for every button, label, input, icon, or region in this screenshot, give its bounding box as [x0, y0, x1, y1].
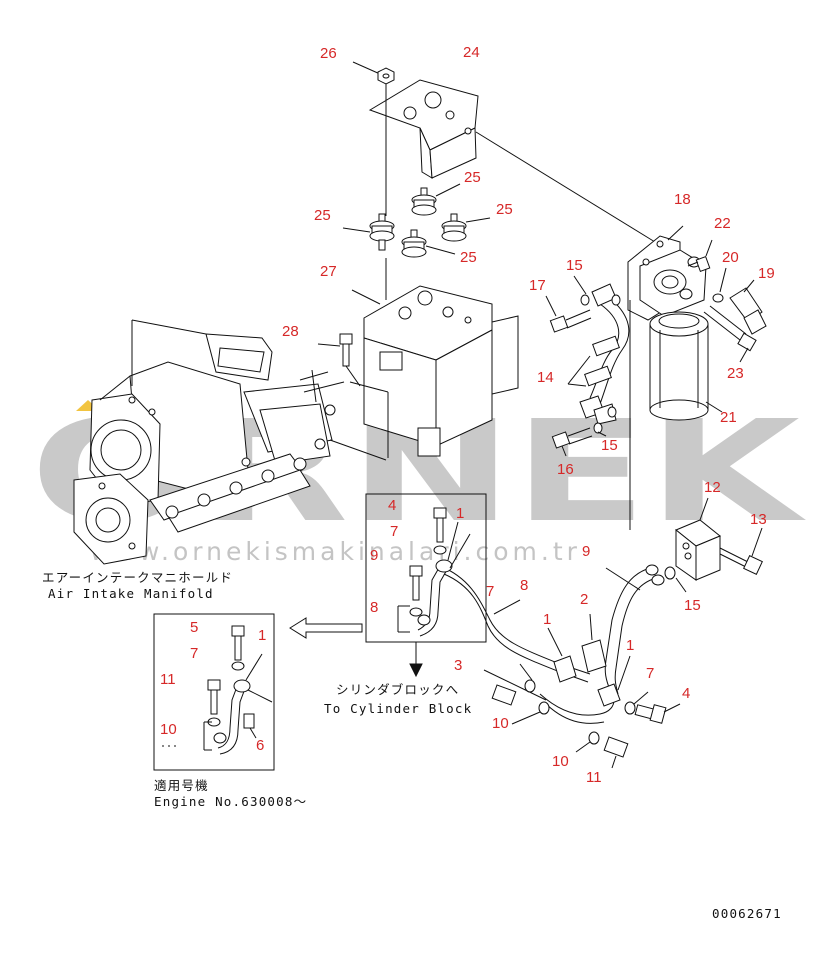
- drawing-number: 00062671: [712, 906, 782, 921]
- callout-number: 12: [704, 479, 721, 496]
- callout-number: 16: [557, 461, 574, 478]
- bolt-part: [703, 305, 757, 363]
- callout-number: 18: [674, 191, 691, 208]
- callout-number: 9: [582, 543, 590, 560]
- detail-box-lower: [153, 613, 275, 771]
- callout-number: 22: [714, 215, 731, 232]
- callout-number: 10: [552, 753, 569, 770]
- bolt-part: [551, 427, 593, 457]
- callout-number: 13: [750, 511, 767, 528]
- callout-number: 25: [314, 207, 331, 224]
- top-bracket: [368, 79, 656, 300]
- callout-number: 17: [529, 277, 546, 294]
- plug-parts: [712, 267, 767, 335]
- callout-number: 2: [580, 591, 588, 608]
- callout-number: 25: [464, 169, 481, 186]
- callout-number: 4: [388, 497, 396, 514]
- manifold-label-en: Air Intake Manifold: [48, 586, 214, 601]
- callout-number: 1: [626, 637, 634, 654]
- callout-number: 10: [160, 721, 177, 738]
- cylinder-label-jp: シリンダブロックへ: [336, 682, 459, 697]
- detail-box-frame: [153, 613, 275, 771]
- callout-number: 7: [646, 665, 654, 682]
- callout-number: 24: [463, 44, 480, 61]
- callout-number: 15: [566, 257, 583, 274]
- callout-number: 7: [390, 523, 398, 540]
- callout-number: 1: [456, 505, 464, 522]
- washers: [664, 566, 687, 593]
- oil-block: [675, 497, 763, 581]
- callout-number: 9: [370, 547, 378, 564]
- callout-number: 5: [190, 619, 198, 636]
- callout-number: 7: [486, 583, 494, 600]
- callout-number: 8: [520, 577, 528, 594]
- callout-number: 23: [727, 365, 744, 382]
- part-callouts: 26 24 25 25 25 25 27 28 18 22 20 19 15 1…: [160, 44, 775, 786]
- callout-number: 27: [320, 263, 337, 280]
- callout-number: 19: [758, 265, 775, 282]
- callout-number: 14: [537, 369, 554, 386]
- bolt-part: [317, 333, 361, 387]
- nut-part: [352, 61, 395, 85]
- callout-number: 1: [543, 611, 551, 628]
- detail-box-frame: [365, 493, 487, 643]
- engine-label-en: Engine No.630008〜: [154, 794, 307, 809]
- callout-number: 25: [496, 201, 513, 218]
- callout-number: 4: [682, 685, 690, 702]
- callout-number: 1: [258, 627, 266, 644]
- watermark-site: www.ornekismakinalari.com.tr: [90, 537, 581, 566]
- detail-arrow: [289, 617, 363, 639]
- detail-box-upper: [365, 493, 487, 678]
- callout-number: 3: [454, 657, 462, 674]
- oil-filter-head: [627, 225, 707, 321]
- callout-number: 26: [320, 45, 337, 62]
- callout-number: 7: [190, 645, 198, 662]
- manifold-label-jp: エアーインテークマニホールド: [42, 570, 233, 585]
- callout-number: 10: [492, 715, 509, 732]
- callout-number: 21: [720, 409, 737, 426]
- rubber-mounts: [342, 183, 491, 258]
- callout-number: 28: [282, 323, 299, 340]
- washers: [573, 275, 621, 437]
- oil-pipes: [539, 564, 681, 724]
- callout-number: 25: [460, 249, 477, 266]
- captions: エアーインテークマニホールド Air Intake Manifold シリンダブ…: [42, 570, 782, 921]
- hose-assembly: [567, 283, 631, 530]
- callout-number: 15: [601, 437, 618, 454]
- cylinder-label-en: To Cylinder Block: [324, 701, 472, 716]
- callout-number: 6: [256, 737, 264, 754]
- bolt-part: [545, 295, 592, 333]
- frame-bracket: [349, 285, 519, 458]
- callout-number: 20: [722, 249, 739, 266]
- callout-number: 8: [370, 599, 378, 616]
- bolt-part: [687, 239, 713, 272]
- engine-label-jp: 適用号機: [154, 778, 209, 793]
- oil-filter-cartridge: [649, 311, 723, 421]
- callout-number: 11: [586, 769, 602, 786]
- oil-pipe-lower: [439, 565, 629, 769]
- callout-number: 15: [684, 597, 701, 614]
- callout-number: 11: [160, 671, 176, 688]
- engine-manifold-assembly: [73, 319, 387, 565]
